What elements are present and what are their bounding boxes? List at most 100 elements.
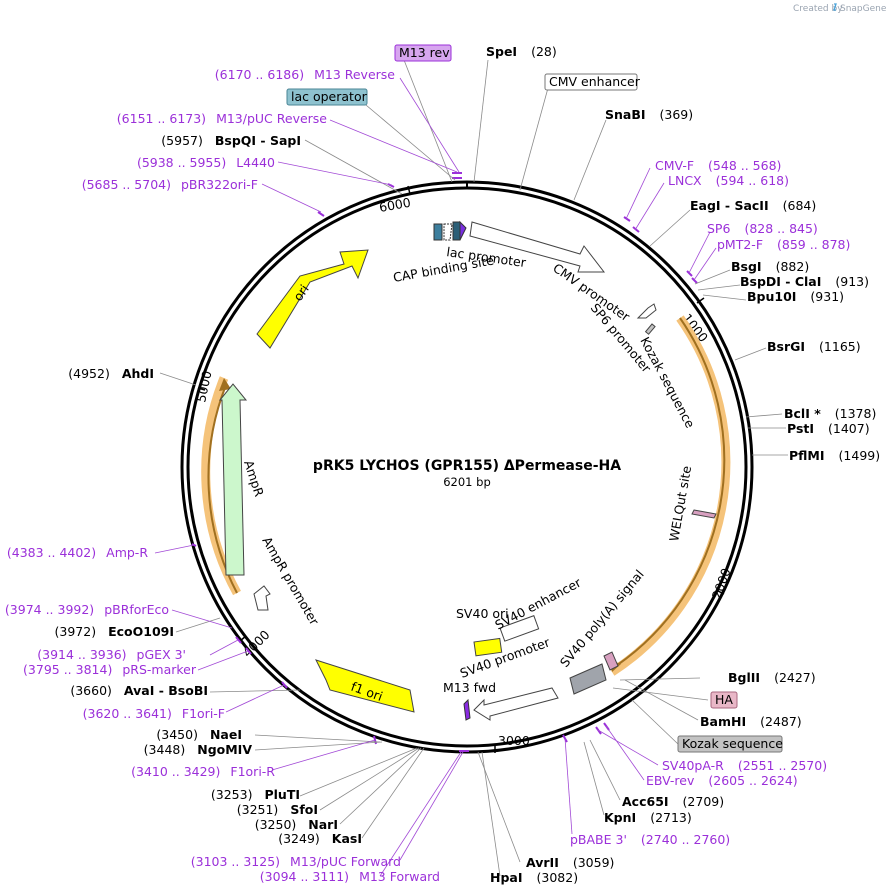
tick-label-4000: 4000 xyxy=(240,627,273,660)
cmv-enhancer-box xyxy=(544,73,638,91)
enzyme-label-BamHI: BamHI(2487) xyxy=(700,714,802,729)
lac-promoter-feature xyxy=(443,223,453,241)
primer-label-sp6: SP6(828 .. 845) xyxy=(707,221,818,236)
primer-label-lncx: LNCX(594 .. 618) xyxy=(668,173,789,188)
primer-label-m13-forward: (3094 .. 3111)M13 Forward xyxy=(260,869,440,884)
primer-label-pbrforeco: (3974 .. 3992)pBRforEco xyxy=(5,602,169,617)
tick-label-2000: 2000 xyxy=(709,566,734,601)
enzyme-label-EagI: EagI - SacII(684) xyxy=(690,198,816,213)
ori-feature xyxy=(256,249,369,349)
enzyme-label-PflMI: PflMI(1499) xyxy=(789,448,880,463)
enzyme-label-AvaI: (3660)AvaI - BsoBI xyxy=(70,683,208,698)
primer-label-m13puc-forward: (3103 .. 3125)M13/pUC Forward xyxy=(191,854,401,869)
enzyme-label-AhdI: (4952)AhdI xyxy=(68,366,154,381)
tick-label-5000: 5000 xyxy=(193,369,214,403)
leader-lines xyxy=(159,59,788,877)
enzyme-label-NaeI: (3450)NaeI xyxy=(156,727,242,742)
lac-operator-box xyxy=(286,88,368,106)
enzyme-label-Acc65I: Acc65I(2709) xyxy=(622,794,724,809)
primer-labels: CMV-F(548 .. 568) LNCX(594 .. 618) SP6(8… xyxy=(570,158,850,847)
ampr-feature xyxy=(218,383,248,576)
primer-leader-lines xyxy=(154,77,717,877)
cmv-enhancer-box-text: CMV enhancer xyxy=(549,74,641,89)
tick-marks xyxy=(197,182,725,753)
m13-rev-box-text: M13 rev xyxy=(399,45,450,60)
sv40-polya-feature xyxy=(569,663,607,695)
sv40-ori-label: SV40 ori xyxy=(456,606,509,621)
primer-label-f1ori-f: (3620 .. 3641)F1ori-F xyxy=(83,706,225,721)
primer-label-pbr322ori-f: (5685 .. 5704)pBR322ori-F xyxy=(82,177,258,192)
enzyme-label-NarI: (3250)NarI xyxy=(255,817,338,832)
tick-label-6000: 6000 xyxy=(378,195,412,215)
enzyme-label-BsrGI: BsrGI(1165) xyxy=(767,339,861,354)
primer-label-pbabe3: pBABE 3'(2740 .. 2760) xyxy=(570,832,730,847)
sv40-enhancer-feature xyxy=(499,615,540,642)
enzyme-label-BsgI: BsgI(882) xyxy=(731,259,809,274)
primer-label-pgex3: (3914 .. 3936)pGEX 3' xyxy=(37,647,186,662)
enzyme-label-PstI: PstI(1407) xyxy=(787,421,870,436)
ha-box-text: HA xyxy=(715,692,733,707)
m13-rev-box xyxy=(394,44,452,62)
primer-label-sv40pa-r: SV40pA-R(2551 .. 2570) xyxy=(662,758,827,773)
ampr-highlight-head xyxy=(219,378,231,391)
enzyme-label-SfoI: (3251)SfoI xyxy=(237,802,318,817)
snapgene-logo-icon xyxy=(833,3,837,11)
plasmid-title: pRK5 LYCHOS (GPR155) ΔPermease-HA xyxy=(313,458,621,474)
credit-text: Created by xyxy=(793,4,843,14)
enzyme-label-BclI: BclI *(1378) xyxy=(784,406,876,421)
sv40-ori-feature xyxy=(473,637,503,657)
enzyme-label-Bpu10I: Bpu10I(931) xyxy=(747,289,844,304)
cmv-promoter-feature xyxy=(469,221,606,273)
enzyme-label-AvrII: AvrII(3059) xyxy=(526,855,614,870)
welqut-feature xyxy=(691,509,717,519)
enzyme-label-BspDI: BspDI - ClaI(913) xyxy=(740,274,869,289)
enzyme-label-HpaI: HpaI(3082) xyxy=(490,870,578,885)
f1-ori-feature xyxy=(315,659,415,713)
primer-label-amp-r: (4383 .. 4402)Amp-R xyxy=(7,545,148,560)
ampr-promoter-feature xyxy=(253,585,271,611)
credit-brand: SnapGene xyxy=(840,4,887,14)
primer-label-ebv-rev: EBV-rev(2605 .. 2624) xyxy=(646,773,798,788)
m13-rev-feature xyxy=(459,220,467,241)
sv40-promoter-feature xyxy=(473,687,559,721)
enzyme-label-NgoMIV: (3448)NgoMIV xyxy=(144,742,253,757)
ha-box xyxy=(710,691,738,709)
ha-tag-feature xyxy=(603,651,619,671)
sv40-enhancer-label: SV40 enhancer xyxy=(492,574,584,632)
enzyme-label-KpnI: KpnI(2713) xyxy=(604,810,692,825)
enzyme-labels-left: (3249)KasI (3250)NarI (3251)SfoI (3253)P… xyxy=(55,133,362,846)
primer-label-m13-reverse: (6170 .. 6186)M13 Reverse xyxy=(215,67,395,82)
orf-arrow-line xyxy=(615,317,726,667)
sp6-promoter-feature xyxy=(636,303,657,319)
lac-operator-feature xyxy=(452,221,461,241)
cap-site-feature xyxy=(433,223,443,241)
enzyme-label-KasI: (3249)KasI xyxy=(278,831,362,846)
welqut-label: WELQut site xyxy=(666,464,694,542)
enzyme-label-BspQI: (5957)BspQI - SapI xyxy=(161,133,301,148)
enzyme-label-PluTI: (3253)PluTI xyxy=(211,787,300,802)
tick-label-3000: 3000 xyxy=(498,733,530,748)
primer-label-f1ori-r: (3410 .. 3429)F1ori-R xyxy=(131,764,275,779)
primer-label-l4440: (5938 .. 5955)L4440 xyxy=(137,155,275,170)
primer-label-pmt2-f: pMT2-F(859 .. 878) xyxy=(717,237,850,252)
primer-labels-left: (6170 .. 6186)M13 Reverse (6151 .. 6173)… xyxy=(5,67,440,884)
primer-label-cmv-f: CMV-F(548 .. 568) xyxy=(655,158,781,173)
ampr-label: AmpR xyxy=(241,458,267,498)
ampr-promoter-label: AmpR promoter xyxy=(259,534,322,628)
m13-fwd-feature xyxy=(463,698,471,721)
kozak-box xyxy=(677,735,783,753)
kozak-feature xyxy=(644,323,656,335)
cap-binding-label: CAP binding site xyxy=(392,252,495,285)
m13-fwd-label: M13 fwd xyxy=(443,680,496,695)
kozak-box-text: Kozak sequence xyxy=(682,736,783,751)
plasmid-size: 6201 bp xyxy=(443,475,491,489)
primer-label-m13puc-reverse: (6151 .. 6173)M13/pUC Reverse xyxy=(117,111,328,126)
enzyme-label-SpeI: SpeI(28) xyxy=(486,44,557,59)
enzyme-label-BglII: BglII(2427) xyxy=(728,670,816,685)
enzyme-label-SnaBI: SnaBI(369) xyxy=(605,107,693,122)
enzyme-label-EcoO109I: (3972)EcoO109I xyxy=(55,624,174,639)
enzyme-labels: SpeI(28) SnaBI(369) EagI - SacII(684) Bs… xyxy=(486,44,880,885)
lac-operator-box-text: lac operator xyxy=(291,89,368,104)
primer-label-prs-marker: (3795 .. 3814)pRS-marker xyxy=(23,662,197,677)
